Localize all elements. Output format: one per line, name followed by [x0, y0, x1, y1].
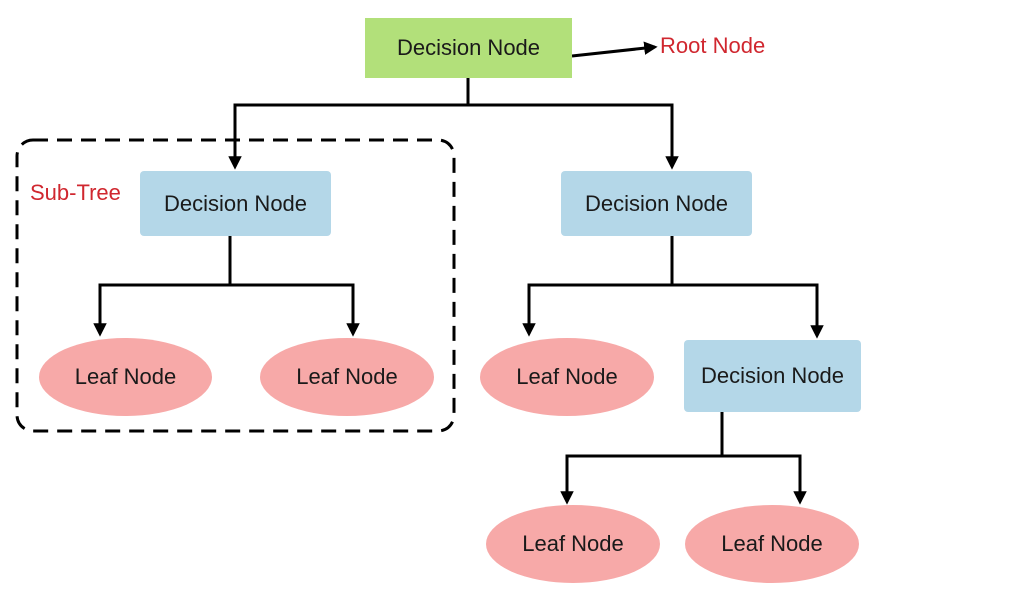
- leaf-node-5: Leaf Node: [685, 505, 859, 583]
- edge-left-decision-leaf-1: [93, 236, 232, 337]
- leaf-node-3: Leaf Node: [480, 338, 654, 416]
- leaf-node-4: Leaf Node: [486, 505, 660, 583]
- edge-right-decision-lower-decision: [672, 283, 824, 339]
- edge-root-right-decision: [468, 103, 679, 170]
- leaf-node-2: Leaf Node: [260, 338, 434, 416]
- edge-lower-decision-leaf-5: [722, 454, 807, 505]
- root-node-pointer-arrow: [571, 41, 658, 58]
- edge-left-decision-leaf-2: [230, 283, 360, 337]
- leaf-node-1: Leaf Node: [39, 338, 212, 416]
- right-decision-node: Decision Node: [561, 171, 752, 236]
- root-node-annotation: Root Node: [660, 33, 766, 58]
- root-decision-node: Decision Node: [365, 18, 572, 78]
- left-decision-node: Decision Node: [140, 171, 331, 236]
- sub-tree-annotation: Sub-Tree: [30, 180, 121, 205]
- lower-right-decision-node: Decision Node: [684, 340, 861, 412]
- edge-root-left-decision: [228, 78, 470, 170]
- edge-lower-decision-leaf-4: [560, 412, 724, 505]
- edge-right-decision-leaf-3: [522, 236, 674, 337]
